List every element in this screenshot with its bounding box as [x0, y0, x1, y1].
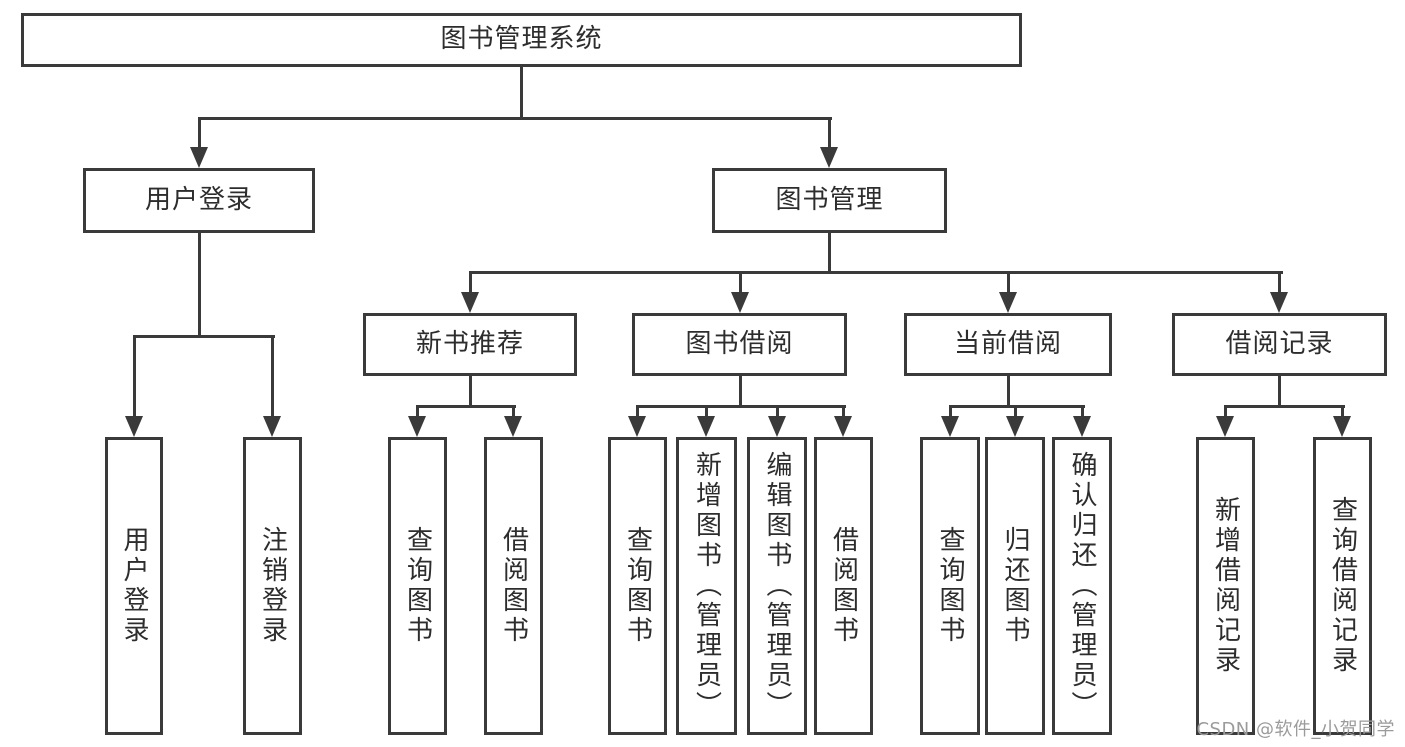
connector-stem	[739, 376, 742, 406]
leaf-query-books-recommend: 查询图书	[388, 437, 447, 735]
connector-shaft	[512, 406, 515, 419]
connector-userlogin-stem	[198, 233, 201, 336]
arrowhead-icon	[125, 416, 143, 437]
leaf-label: 归还图书	[1000, 526, 1030, 646]
arrowhead-icon	[1270, 292, 1288, 313]
node-book-management: 图书管理	[712, 168, 947, 233]
connector-shaft	[842, 406, 845, 419]
leaf-logout: 注销登录	[243, 437, 302, 735]
connector-shaft	[739, 272, 742, 295]
node-label: 新书推荐	[415, 328, 524, 359]
arrowhead-icon	[834, 416, 852, 437]
arrowhead-icon	[1333, 416, 1351, 437]
connector-shaft	[1224, 406, 1227, 419]
connector-root-stem	[520, 67, 523, 118]
leaf-label: 借阅图书	[828, 526, 859, 646]
connector-branch	[1224, 405, 1345, 408]
leaf-query-books-current: 查询图书	[920, 437, 980, 735]
leaf-query-books-borrowing: 查询图书	[608, 437, 667, 735]
arrowhead-icon	[504, 416, 522, 437]
leaf-user-login: 用户登录	[105, 437, 163, 735]
leaf-add-book-admin: 新增图书（管理员）	[676, 437, 737, 735]
arrowhead-icon	[941, 416, 959, 437]
connector-shaft	[1081, 406, 1084, 419]
leaf-label: 新增借阅记录	[1210, 496, 1241, 676]
node-label: 用户登录	[144, 184, 253, 215]
leaf-borrow-books-borrowing: 借阅图书	[814, 437, 873, 735]
node-label: 图书管理系统	[440, 24, 603, 55]
connector-shaft	[198, 118, 201, 150]
arrowhead-icon	[628, 416, 646, 437]
node-label: 借阅记录	[1225, 328, 1334, 359]
connector-shaft	[469, 272, 472, 295]
connector-shaft	[636, 406, 639, 419]
leaf-edit-book-admin: 编辑图书（管理员）	[747, 437, 807, 735]
leaf-label: 编辑图书（管理员）	[762, 451, 792, 721]
arrowhead-icon	[999, 292, 1017, 313]
leaf-add-borrow-record: 新增借阅记录	[1196, 437, 1255, 735]
leaf-borrow-books-recommend: 借阅图书	[484, 437, 543, 735]
leaf-label: 查询借阅记录	[1327, 496, 1358, 676]
arrowhead-icon	[461, 292, 479, 313]
arrowhead-icon	[408, 416, 426, 437]
connector-shaft	[776, 406, 779, 419]
connector-shaft	[1014, 406, 1017, 419]
connector-stem	[1007, 376, 1010, 406]
connector-userlogin-branch	[133, 335, 275, 338]
connector-stem	[469, 376, 472, 406]
connector-shaft	[133, 336, 136, 419]
connector-stem	[1278, 376, 1281, 406]
node-new-book-recommend: 新书推荐	[363, 313, 577, 376]
node-label: 图书管理	[775, 184, 884, 215]
connector-branch	[636, 405, 846, 408]
arrowhead-icon	[263, 416, 281, 437]
leaf-label: 确认归还（管理员）	[1067, 451, 1097, 721]
connector-bookmgmt-stem	[828, 233, 831, 272]
node-borrowing-records: 借阅记录	[1172, 313, 1387, 376]
connector-shaft	[705, 406, 708, 419]
leaf-label: 用户登录	[119, 526, 149, 646]
node-user-login: 用户登录	[83, 168, 315, 233]
connector-shaft	[1341, 406, 1344, 419]
leaf-confirm-return-admin: 确认归还（管理员）	[1052, 437, 1112, 735]
connector-shaft	[416, 406, 419, 419]
leaf-label: 查询图书	[402, 526, 433, 646]
arrowhead-icon	[768, 416, 786, 437]
node-label: 图书借阅	[685, 328, 794, 359]
connector-shaft	[271, 336, 274, 419]
connector-shaft	[828, 118, 831, 150]
arrowhead-icon	[731, 292, 749, 313]
connector-shaft	[1007, 272, 1010, 295]
leaf-label: 新增图书（管理员）	[691, 451, 722, 721]
arrowhead-icon	[697, 416, 715, 437]
connector-shaft	[1278, 272, 1281, 295]
arrowhead-icon	[1216, 416, 1234, 437]
leaf-return-book: 归还图书	[985, 437, 1045, 735]
node-label: 当前借阅	[953, 328, 1062, 359]
connector-branch	[949, 405, 1085, 408]
leaf-label: 借阅图书	[498, 526, 529, 646]
leaf-query-borrow-record: 查询借阅记录	[1313, 437, 1372, 735]
connector-root-branch	[198, 117, 832, 120]
leaf-label: 查询图书	[622, 526, 653, 646]
connector-shaft	[949, 406, 952, 419]
csdn-watermark: CSDN @软件_小贺同学	[1196, 719, 1395, 740]
connector-bookmgmt-branch	[469, 271, 1283, 274]
node-current-borrowing: 当前借阅	[904, 313, 1112, 376]
arrowhead-icon	[190, 147, 208, 168]
arrowhead-icon	[1006, 416, 1024, 437]
leaf-label: 注销登录	[257, 526, 288, 646]
connector-branch	[416, 405, 516, 408]
node-book-borrowing: 图书借阅	[632, 313, 847, 376]
arrowhead-icon	[1073, 416, 1091, 437]
node-root-library-system: 图书管理系统	[21, 13, 1022, 67]
leaf-label: 查询图书	[935, 526, 965, 646]
arrowhead-icon	[820, 147, 838, 168]
